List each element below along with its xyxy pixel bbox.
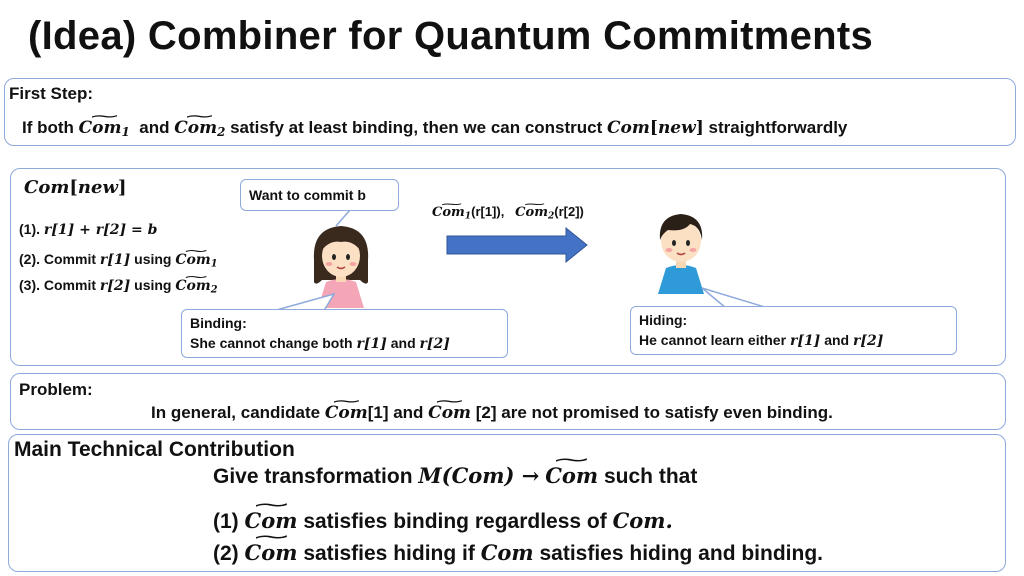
commitment-message: Com1(r[1]), Com2(r[2]) (432, 204, 584, 221)
hiding-callout: Hiding: He cannot learn either r[1] and … (630, 306, 957, 355)
contribution-item-1: (1) Com satisfies binding regardless of … (213, 508, 673, 534)
hiding-heading: Hiding: (639, 312, 688, 328)
commit-callout-pointer (335, 209, 351, 227)
slide-title: (Idea) Combiner for Quantum Commitments (28, 14, 874, 58)
hiding-text: He cannot learn either r[1] and r[2] (639, 332, 884, 349)
commit-callout: Want to commit b (240, 179, 399, 211)
contribution-item-2: (2) Com satisfies hiding if Com satisfie… (213, 540, 823, 566)
step-1-math: r[1] + r[2] = b (43, 222, 158, 238)
problem-box (10, 373, 1006, 430)
first-step-line: If both Com1 and Com2 satisfy at least b… (22, 118, 847, 139)
contribution-heading: Main Technical Contribution (14, 438, 295, 461)
boy-avatar-icon (658, 214, 704, 294)
com1-symbol: Com1 (79, 118, 130, 139)
step-3: (3). Commit r[2] using Com2 (19, 277, 218, 295)
problem-text: In general, candidate Com[1] and Com [2]… (151, 403, 833, 423)
first-step-heading: First Step: (9, 84, 94, 103)
step-2: (2). Commit r[1] using Com1 (19, 251, 218, 269)
first-step-suffix: straightforwardly (708, 118, 848, 137)
hiding-callout-pointer (701, 287, 769, 309)
binding-callout: Binding: She cannot change both r[1] and… (181, 309, 508, 358)
first-step-middle: satisfy at least binding, then we can co… (230, 118, 603, 137)
problem-heading: Problem: (19, 380, 93, 399)
binding-heading: Binding: (190, 315, 247, 331)
step-1: (1). r[1] + r[2] = b (19, 221, 158, 238)
construction-header: Com[new] (24, 177, 127, 198)
right-arrow-icon (446, 226, 588, 264)
binding-text: She cannot change both r[1] and r[2] (190, 335, 450, 352)
com2-symbol: Com2 (174, 118, 225, 139)
com-new-symbol: Com[new] (607, 118, 704, 138)
girl-avatar-icon (313, 226, 369, 308)
contribution-transformation: Give transformation M(Com) → Com such th… (213, 463, 697, 489)
